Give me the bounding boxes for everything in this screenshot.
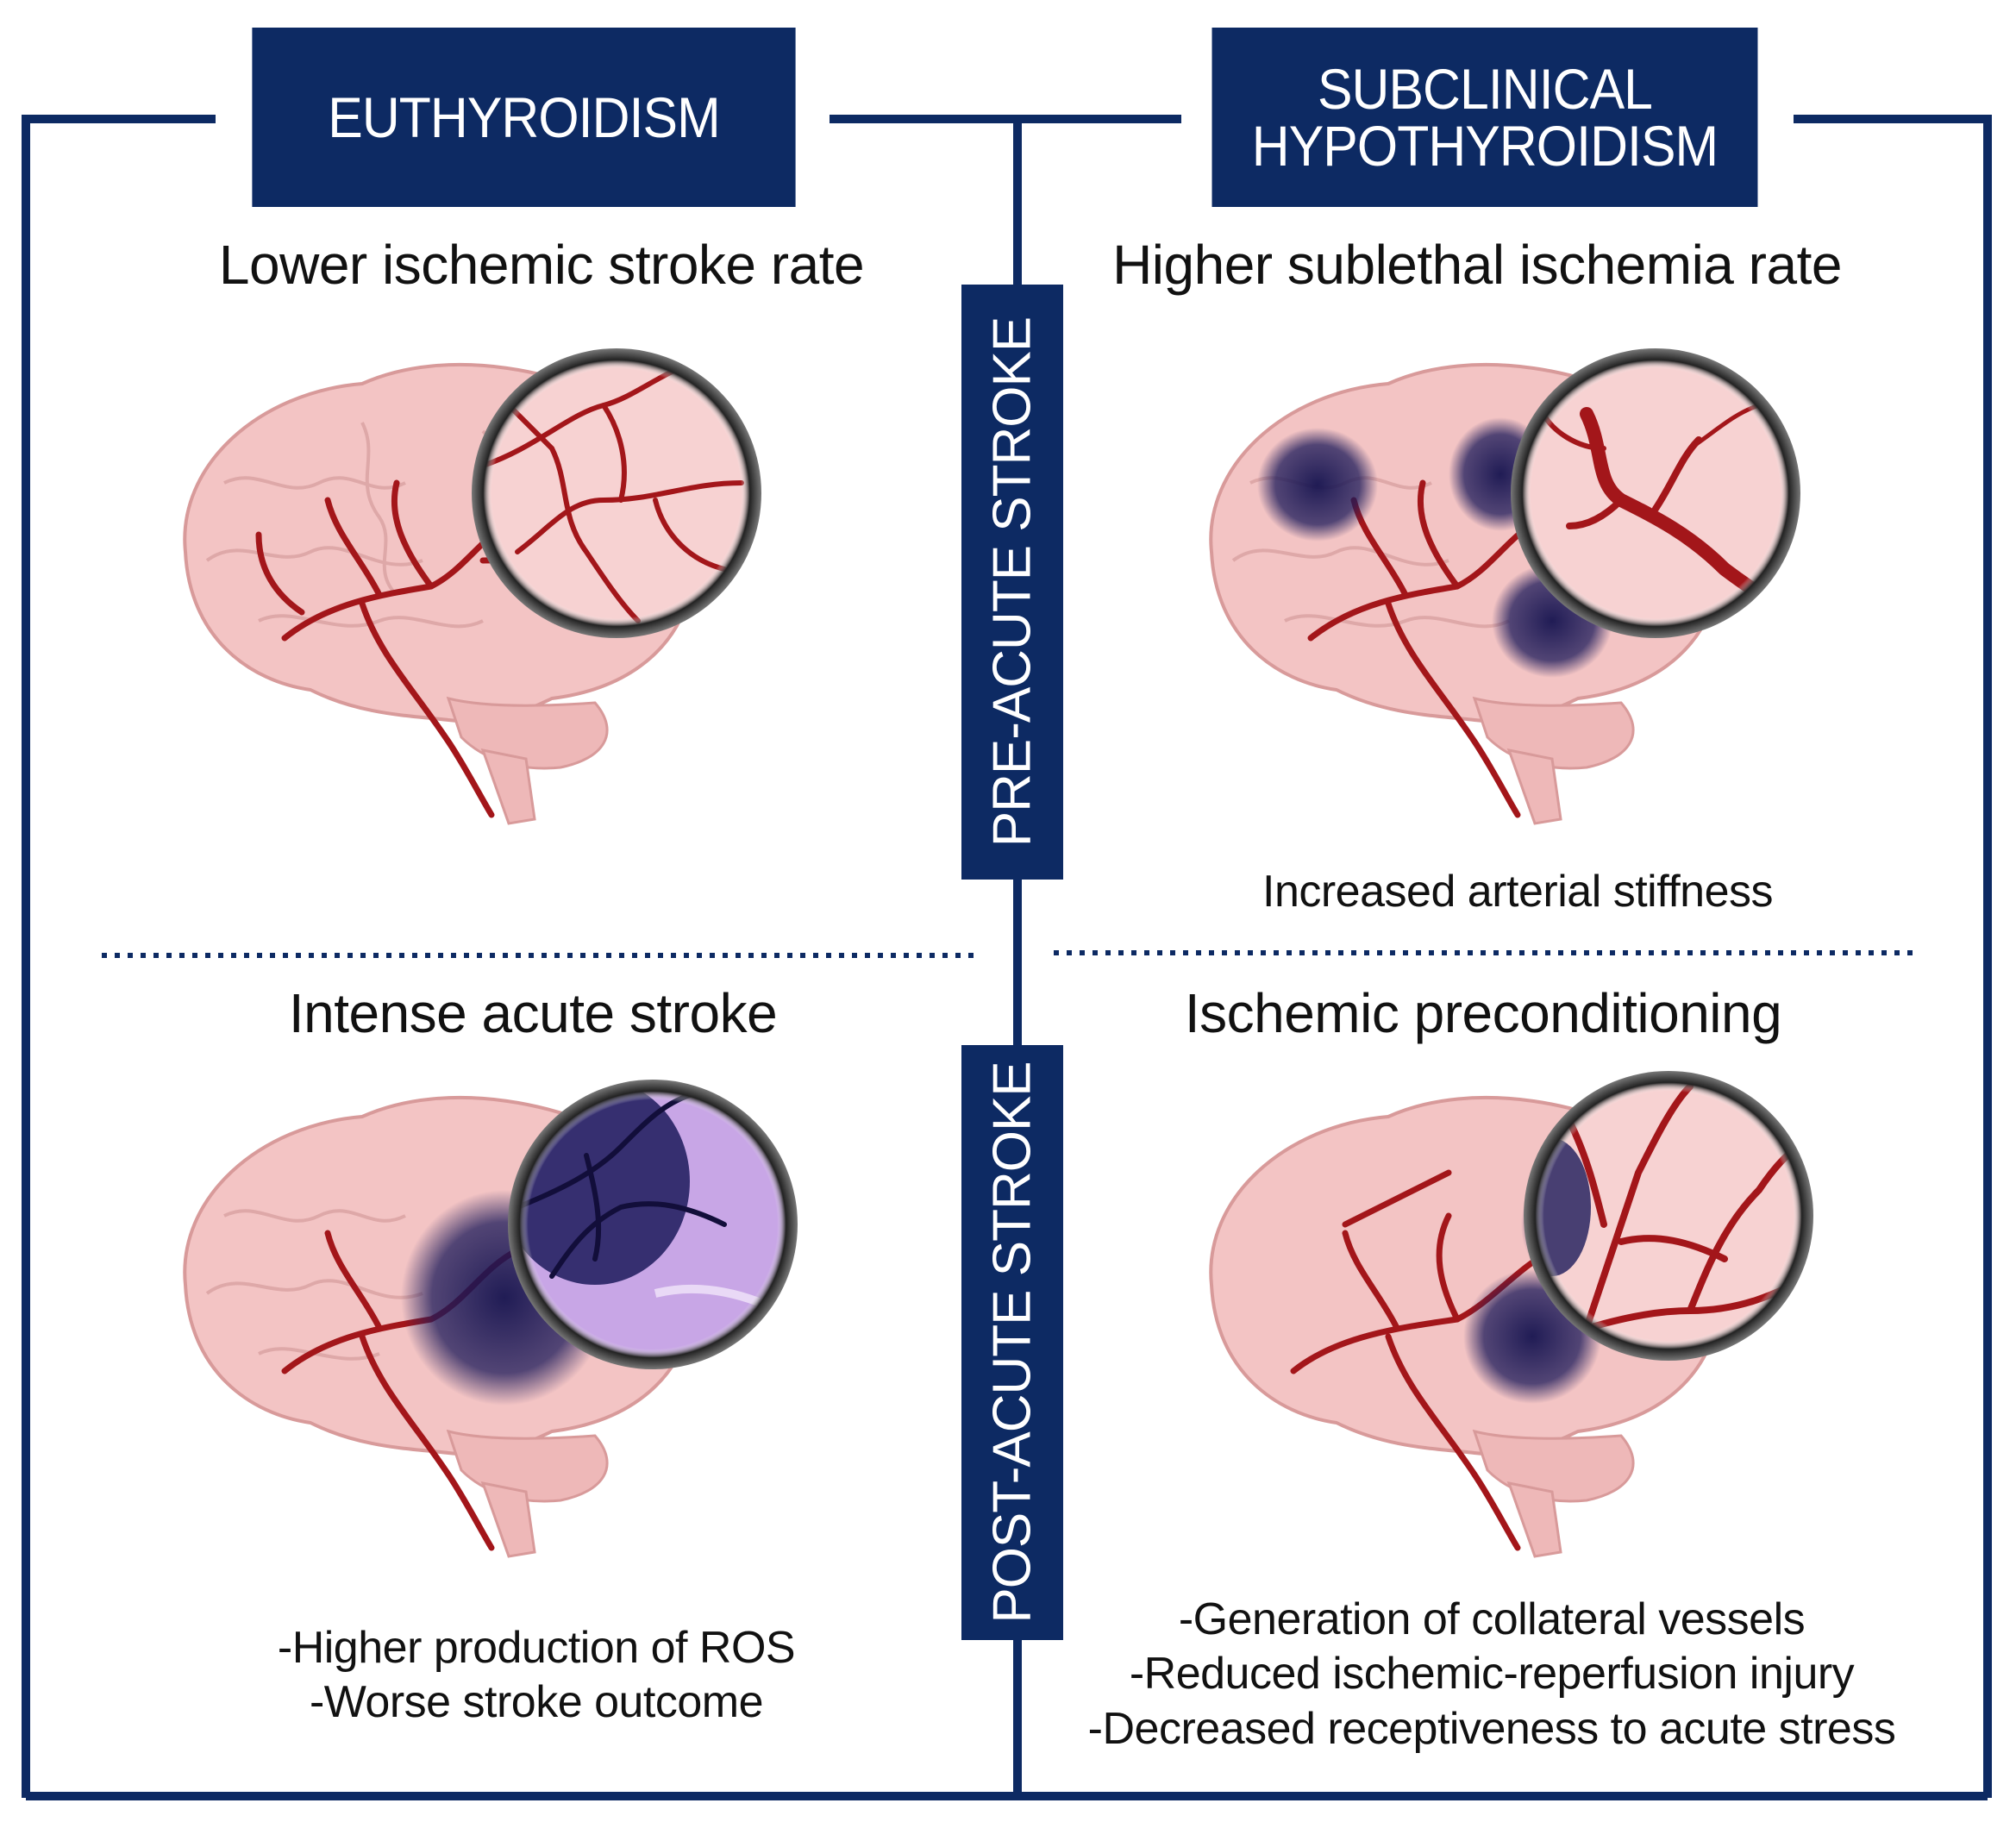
note-line: -Generation of collateral vessels	[1178, 1594, 1806, 1644]
note-line: -Worse stroke outcome	[309, 1677, 764, 1728]
side-label-pre-acute: PRE-ACUTE STROKE	[961, 285, 1063, 880]
brain-bottom-left	[183, 1080, 798, 1558]
brain-bottom-right	[1209, 1071, 1813, 1558]
panel-notes-bottom-left: -Higher production of ROS -Worse stroke …	[277, 1621, 796, 1731]
brain-top-right	[1209, 348, 1800, 825]
note-line: -Reduced ischemic-reperfusion injury	[1129, 1649, 1855, 1700]
side-label-pre-acute-text: PRE-ACUTE STROKE	[982, 316, 1042, 848]
note-line: -Decreased receptiveness to acute stress	[1087, 1703, 1896, 1754]
brain-top-left	[183, 348, 761, 825]
panel-note-top-right: Increased arterial stiffness	[1262, 865, 1774, 919]
panel-title-bottom-left: Intense acute stroke	[288, 982, 778, 1044]
panel-title-top-right: Higher sublethal ischemia rate	[1112, 234, 1842, 296]
header-hypothyroidism-label: HYPOTHYROIDISM	[1251, 114, 1719, 178]
header-euthyroidism-label: EUTHYROIDISM	[328, 85, 720, 149]
header-subclinical-hypothyroidism: SUBCLINICAL HYPOTHYROIDISM	[1211, 28, 1758, 207]
panel-title-top-left: Lower ischemic stroke rate	[218, 234, 865, 296]
side-label-post-acute-text: POST-ACUTE STROKE	[982, 1061, 1042, 1624]
note-line: Increased arterial stiffness	[1262, 867, 1774, 917]
panel-title-bottom-right: Ischemic preconditioning	[1184, 982, 1782, 1044]
header-subclinical-label: SUBCLINICAL	[1317, 57, 1653, 121]
ischemia-spot	[1257, 428, 1378, 542]
note-line: -Higher production of ROS	[277, 1623, 796, 1673]
header-euthyroidism: EUTHYROIDISM	[252, 28, 796, 207]
side-label-post-acute: POST-ACUTE STROKE	[961, 1045, 1063, 1640]
panel-notes-bottom-right: -Generation of collateral vessels -Reduc…	[1088, 1593, 1896, 1756]
